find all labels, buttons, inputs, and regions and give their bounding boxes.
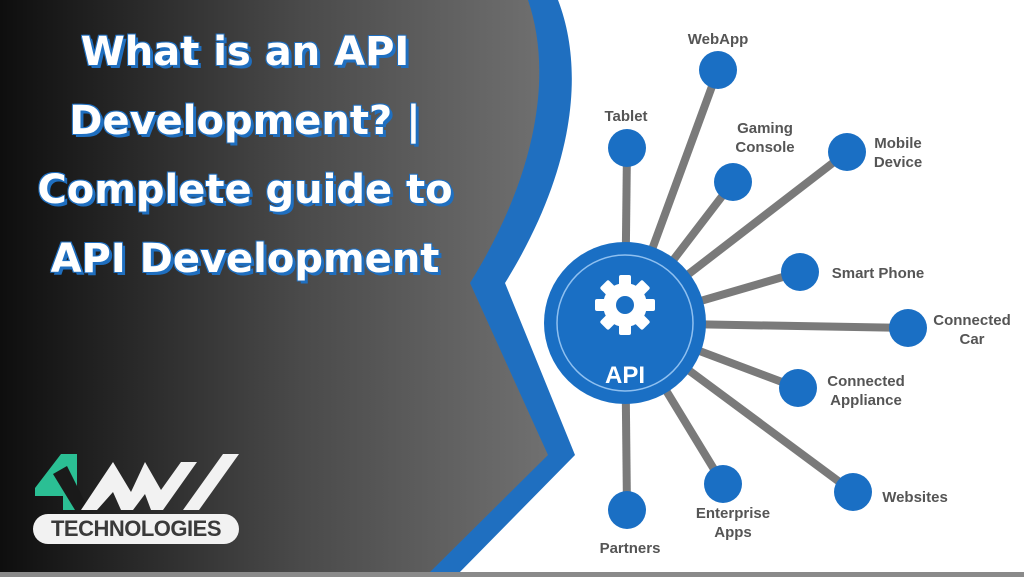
node-circle [704, 465, 742, 503]
node-circle [608, 491, 646, 529]
node-label-line: Appliance [830, 392, 902, 409]
node-circle [834, 473, 872, 511]
node-circle [828, 133, 866, 171]
node-label-line: Tablet [604, 108, 647, 125]
node-label-line: WebApp [688, 31, 749, 48]
api-hub-ring [556, 254, 694, 392]
node-label-line: Connected [933, 312, 1011, 329]
node-circle [699, 51, 737, 89]
gear-icon [595, 275, 655, 335]
node-label-line: Console [735, 139, 794, 156]
node-circle [779, 369, 817, 407]
node-circle [714, 163, 752, 201]
node-label-line: Apps [714, 524, 752, 541]
page-title: What is an API Development? | Complete g… [0, 18, 490, 294]
node-label-line: Enterprise [696, 505, 770, 522]
node-label-line: Gaming [737, 120, 793, 137]
node-label: Tablet [604, 108, 647, 125]
node-circle [608, 129, 646, 167]
node-label: Websites [882, 489, 948, 506]
node-label: Smart Phone [832, 265, 925, 282]
node-label-line: Device [874, 154, 922, 171]
node-label-line: Websites [882, 489, 948, 506]
node-label-line: Smart Phone [832, 265, 925, 282]
company-logo: TECHNOLOGIES [33, 452, 243, 547]
node-label: Partners [600, 540, 661, 557]
logo-tagline: TECHNOLOGIES [33, 514, 239, 544]
api-hub: API [544, 242, 706, 404]
node-label-line: Partners [600, 540, 661, 557]
bottom-strip [0, 572, 1024, 577]
node-circle [889, 309, 927, 347]
node-label: WebApp [688, 31, 749, 48]
api-hub-label: API [605, 362, 645, 389]
title-line: API Development [50, 236, 440, 282]
node-label-line: Connected [827, 373, 905, 390]
title-line: Development? | [69, 98, 421, 144]
title-line: What is an API [80, 29, 410, 75]
node-circle [781, 253, 819, 291]
title-line: Complete guide to [37, 167, 453, 213]
node-label-line: Mobile [874, 135, 922, 152]
logo-mark [35, 454, 239, 510]
node-label-line: Car [959, 331, 984, 348]
dark-panel [0, 0, 548, 577]
